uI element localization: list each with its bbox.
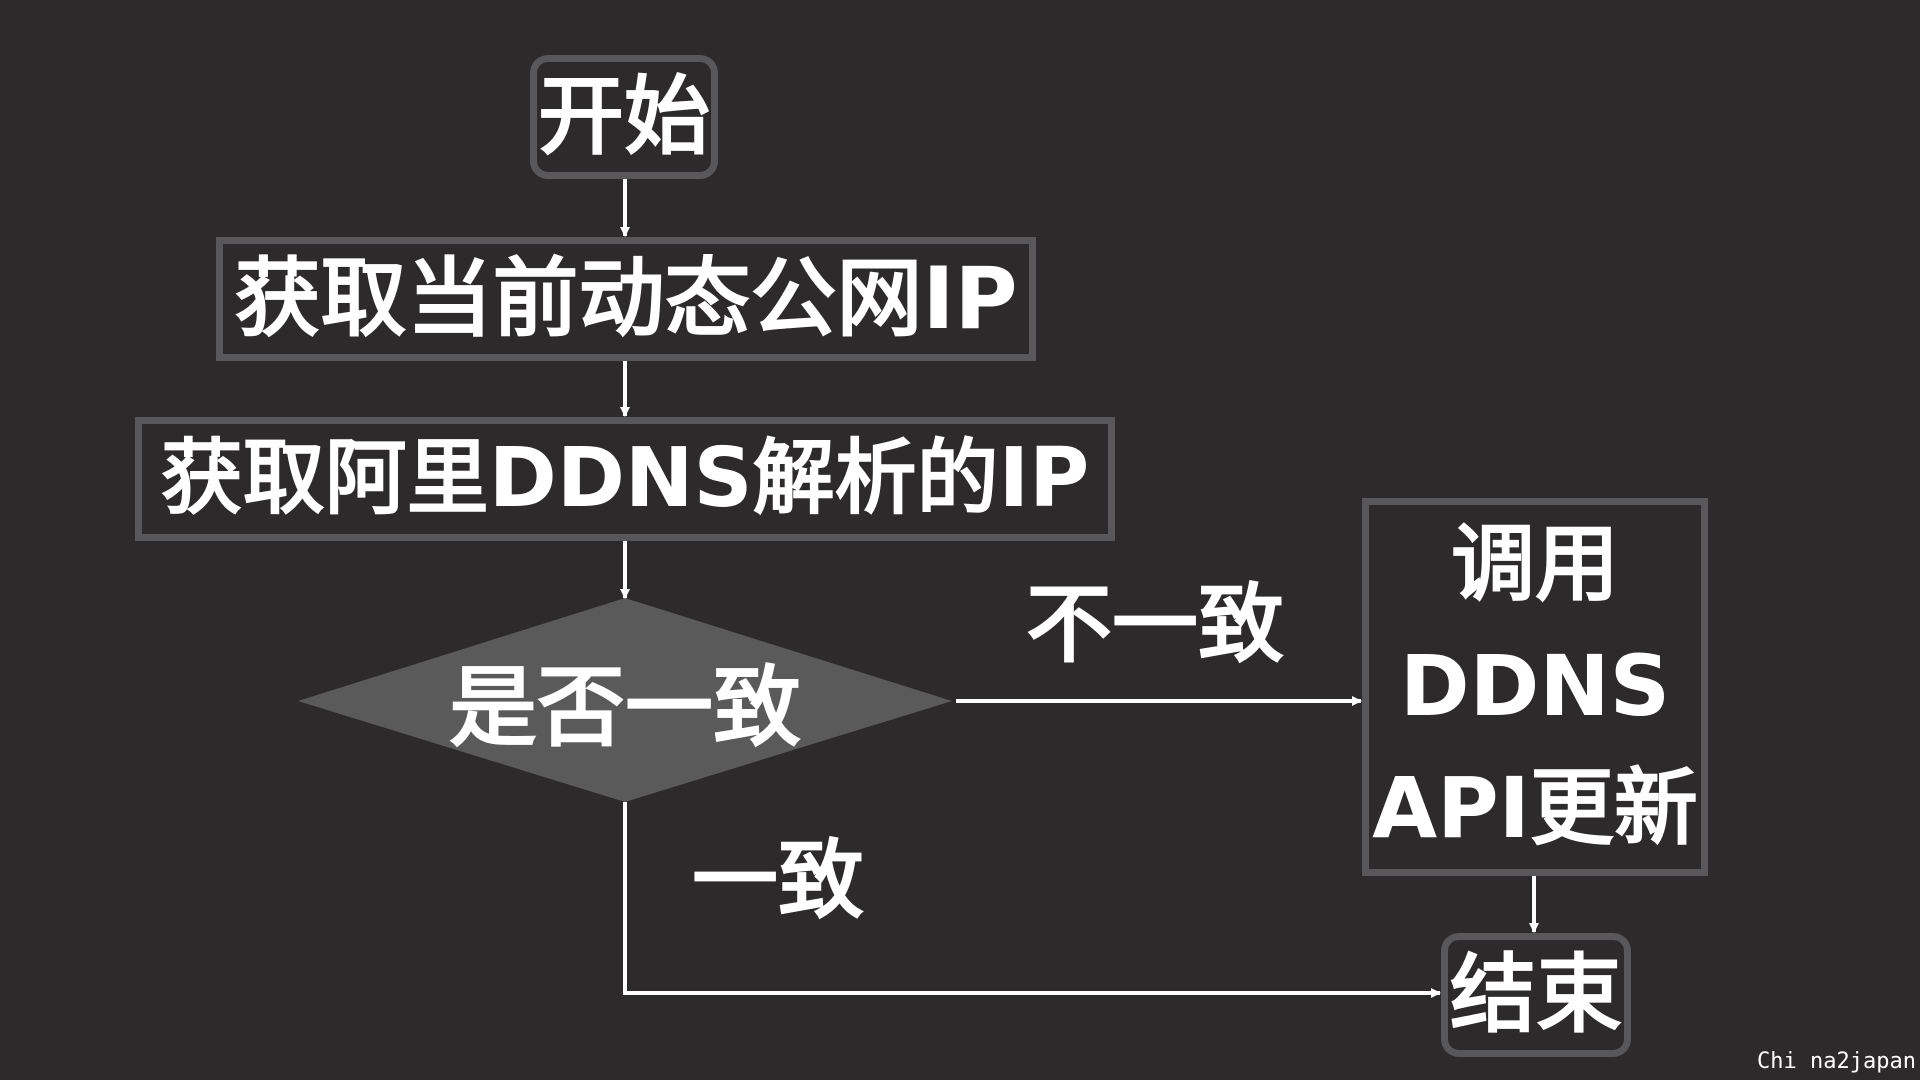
update-line-1: 调用 [1450,515,1619,614]
update-line-3: API更新 [1372,758,1698,857]
ddns-update-node: 调用 DDNS API更新 [1362,498,1708,876]
start-node: 开始 [530,55,718,179]
arrow-decision-to-end [623,802,1441,998]
get-ddns-ip-node: 获取阿里DDNS解析的IP [135,417,1115,541]
match-branch-label: 一致 [692,831,864,931]
watermark-text: Chi na2japan [1757,1049,1916,1074]
end-node: 结束 [1441,933,1631,1057]
decision-label: 是否一致 [448,655,801,759]
update-line-2: DDNS [1399,637,1671,736]
mismatch-branch-label: 不一致 [1026,575,1284,675]
get-public-ip-node: 获取当前动态公网IP [216,237,1036,361]
decision-diamond [298,598,952,802]
